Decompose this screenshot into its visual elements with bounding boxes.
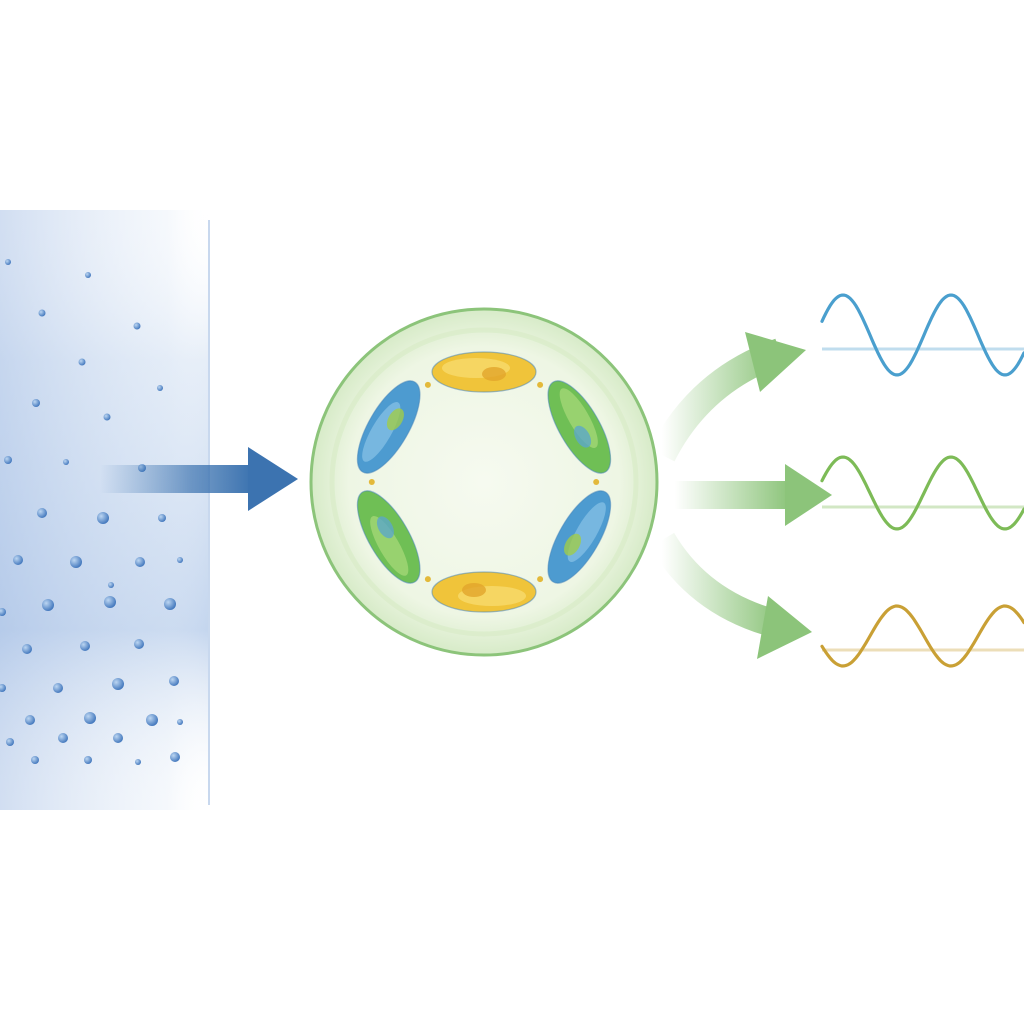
output-arrow-middle-shaft bbox=[675, 481, 790, 509]
ring-linker bbox=[424, 381, 431, 388]
particle bbox=[135, 557, 145, 567]
input-arrow bbox=[100, 447, 298, 511]
particle bbox=[177, 557, 183, 563]
output-arrow-top-head bbox=[745, 332, 806, 392]
particle bbox=[6, 738, 14, 746]
particle bbox=[22, 644, 32, 654]
ring-linker bbox=[424, 576, 431, 583]
particle bbox=[13, 555, 23, 565]
particle-field-tint bbox=[0, 210, 210, 810]
output-wave-2 bbox=[820, 455, 1024, 531]
particle bbox=[113, 733, 123, 743]
output-wave-3 bbox=[820, 604, 1024, 668]
ring-subunit bbox=[431, 571, 537, 613]
particle bbox=[164, 598, 176, 610]
particle bbox=[78, 358, 86, 366]
particle bbox=[134, 639, 144, 649]
particle bbox=[4, 456, 12, 464]
particle bbox=[84, 756, 92, 764]
particle bbox=[103, 413, 111, 421]
ring-subunit bbox=[356, 490, 421, 584]
ring-linker bbox=[537, 381, 544, 388]
cell-inner-membrane bbox=[329, 327, 639, 637]
particle bbox=[32, 399, 40, 407]
particle bbox=[158, 514, 166, 522]
particle bbox=[112, 678, 124, 690]
particle bbox=[177, 719, 183, 725]
wave-line bbox=[820, 293, 1024, 377]
particle bbox=[53, 683, 63, 693]
input-arrow-shaft bbox=[100, 465, 252, 493]
input-arrow-head bbox=[248, 447, 298, 511]
protein-ring bbox=[356, 351, 612, 613]
output-arrows bbox=[649, 332, 832, 659]
particle bbox=[31, 756, 39, 764]
ring-subunit bbox=[431, 351, 537, 393]
particle bbox=[0, 608, 6, 616]
particle bbox=[169, 676, 179, 686]
ring-subunit bbox=[356, 380, 421, 474]
particle bbox=[37, 508, 47, 518]
particle bbox=[133, 322, 141, 330]
particle-field-panel bbox=[0, 210, 210, 810]
particle bbox=[38, 309, 46, 317]
ring-subunit bbox=[547, 490, 612, 584]
output-arrow-bottom-shaft bbox=[649, 532, 784, 639]
particle bbox=[25, 715, 35, 725]
particle bbox=[42, 599, 54, 611]
wave-line bbox=[820, 604, 1024, 668]
particle bbox=[84, 712, 96, 724]
ring-cell-panel bbox=[309, 307, 659, 657]
particle-group bbox=[0, 259, 183, 765]
ring-subunit bbox=[547, 380, 612, 474]
particle bbox=[146, 714, 158, 726]
particle bbox=[80, 641, 90, 651]
particle bbox=[104, 596, 116, 608]
particle bbox=[58, 733, 68, 743]
output-arrow-middle-head bbox=[785, 464, 832, 526]
particle bbox=[63, 459, 69, 465]
particle bbox=[97, 512, 109, 524]
output-wave-1 bbox=[820, 293, 1024, 377]
particle bbox=[108, 582, 114, 588]
particle bbox=[157, 385, 163, 391]
ring-linker bbox=[593, 479, 600, 485]
particle bbox=[85, 272, 91, 278]
particle bbox=[135, 759, 141, 765]
particle bbox=[70, 556, 82, 568]
particle bbox=[5, 259, 11, 265]
ring-linker bbox=[537, 576, 544, 583]
particle bbox=[0, 684, 6, 692]
particle bbox=[170, 752, 180, 762]
wave-outputs-panel bbox=[820, 293, 1024, 668]
wave-line bbox=[820, 455, 1024, 531]
ring-linker bbox=[368, 479, 375, 485]
output-arrow-bottom-head bbox=[757, 596, 812, 659]
